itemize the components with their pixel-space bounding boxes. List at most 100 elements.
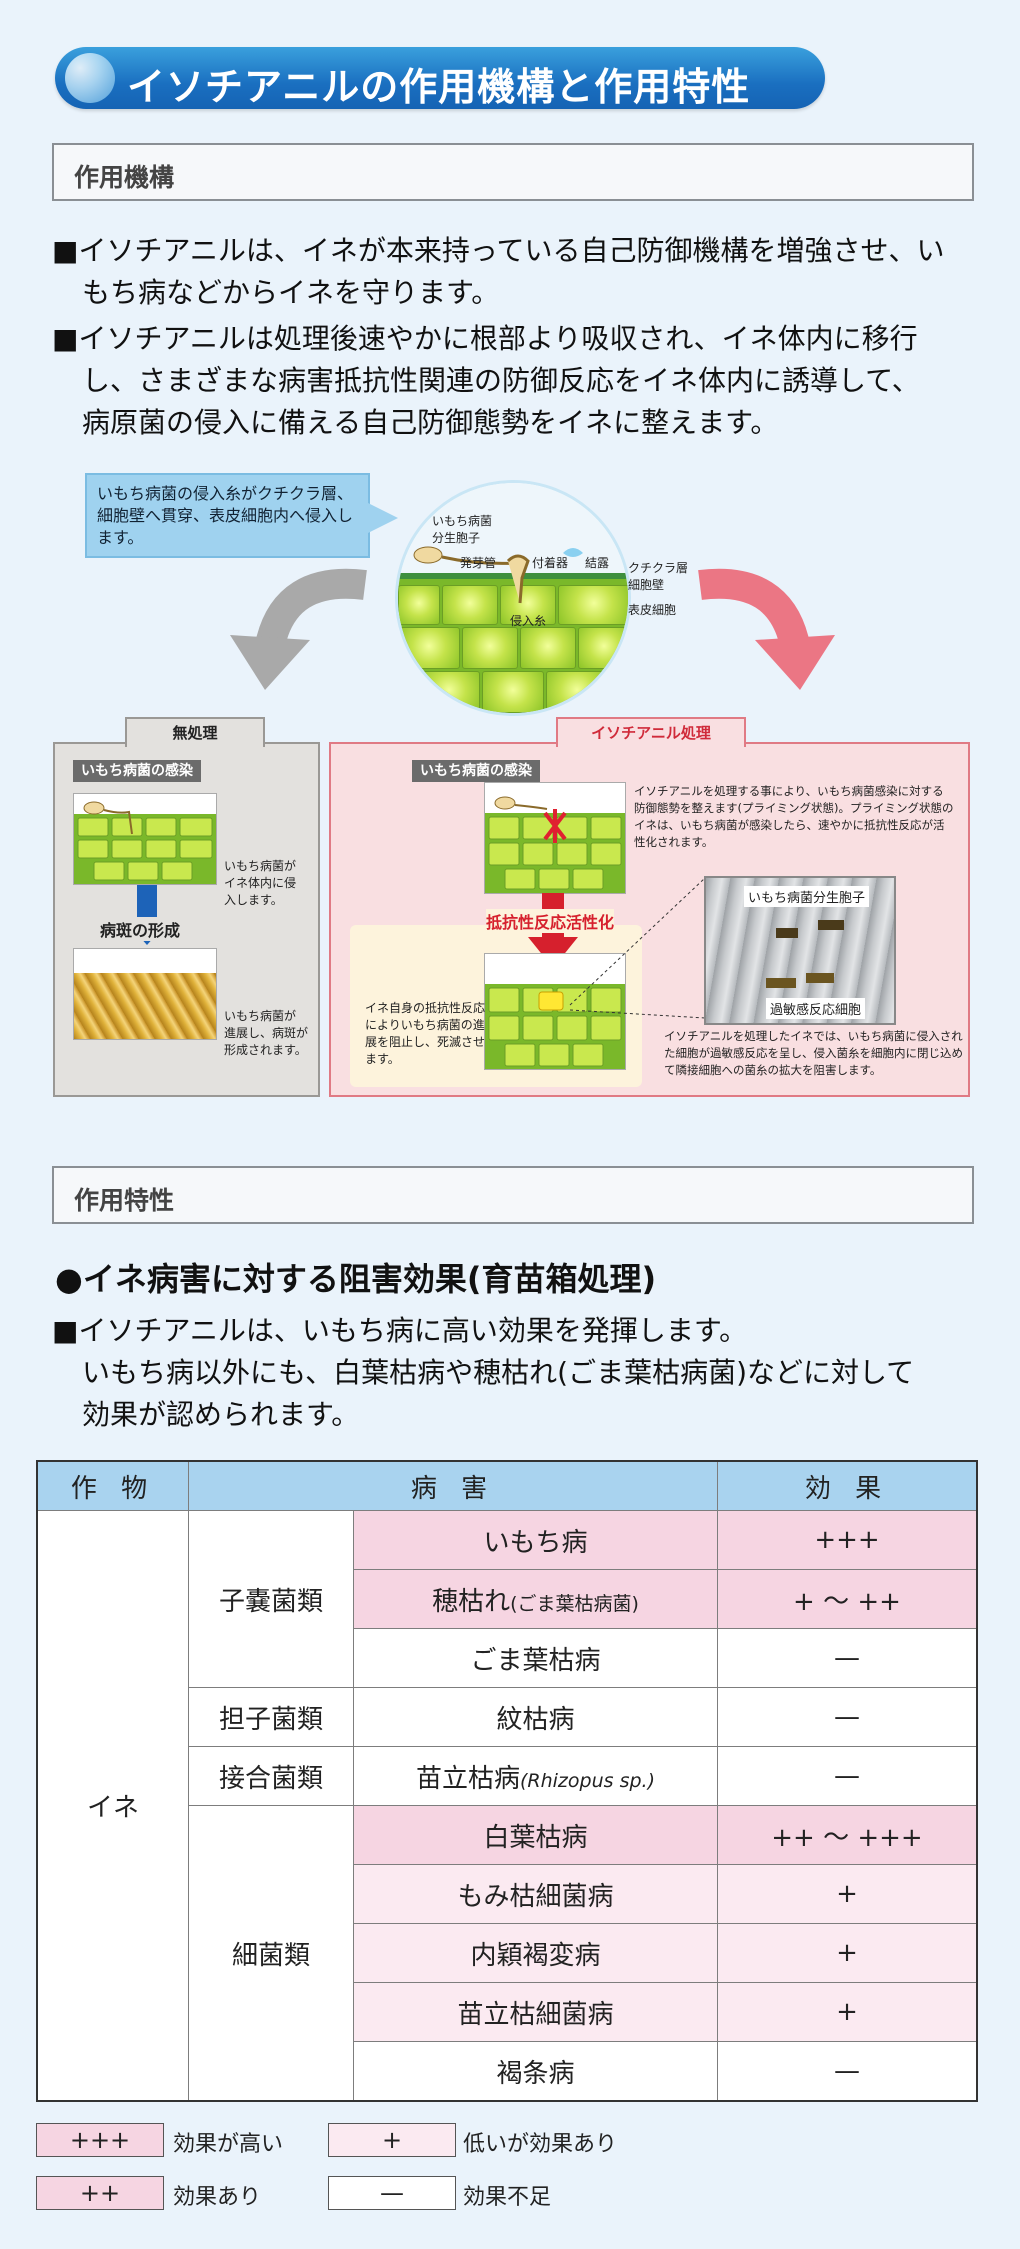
group-cell: 担子菌類	[188, 1687, 354, 1747]
photo-hr-cell-label: 過敏感反応細胞	[766, 998, 866, 1019]
text-line: いもち病以外にも、白葉枯病や穂枯れ(ごま葉枯病菌)などに対して	[82, 1356, 915, 1389]
untreated-text-2: いもち病菌が進展し、病斑が形成されます。	[224, 1009, 309, 1057]
zoom-dotted-lines	[569, 877, 706, 1019]
disease-name: 褐条病	[496, 2058, 575, 2089]
section-heading-mechanism: 作用機構	[52, 143, 974, 201]
treated-tab: イソチアニル処理	[556, 717, 746, 747]
section-title: 作用機構	[74, 163, 175, 192]
table-row: イネ 子嚢菌類 いもち病 +++	[36, 1510, 978, 2102]
spore-label: いもち病菌分生胞子	[432, 514, 493, 545]
table-row: 接合菌類 苗立枯病(Rhizopus sp.) —	[37, 1746, 978, 1806]
legend-text-effective: 効果あり	[173, 2185, 262, 2210]
disease-name: いもち病	[483, 1527, 588, 1558]
table-row: 褐条病 —	[37, 2041, 978, 2102]
epidermis-label: 表皮細胞	[628, 603, 677, 617]
text-line: ■イソチアニルは処理後速やかに根部より吸収され、イネ体内に移行	[52, 322, 918, 355]
effect-cell: +++	[717, 1510, 978, 1570]
untreated-infection-label: いもち病菌の感染	[73, 760, 201, 782]
fungus-hypha-icon	[413, 546, 583, 604]
text-line: もち病などからイネを守ります。	[82, 276, 500, 309]
table-row: 担子菌類 紋枯病 —	[37, 1687, 978, 1747]
microscope-photo: いもち病菌分生胞子 過敏感反応細胞	[704, 876, 896, 1025]
table-row: ごま葉枯病 —	[37, 1628, 978, 1688]
table-row: 細菌類 白葉枯病 ++ 〜 +++	[37, 1805, 978, 2102]
text-line: ■イソチアニルは、いもち病に高い効果を発揮します。	[52, 1314, 748, 1347]
effect-cell: + 〜 ++	[717, 1569, 978, 1629]
group-cell: 子嚢菌類	[188, 1510, 354, 1688]
lesion-label: 病斑の形成	[100, 917, 181, 941]
disease-note: (Rhizopus sp.)	[520, 1769, 655, 1792]
legend-swatch-high: +++	[36, 2123, 164, 2157]
disease-name: 苗立枯病	[415, 1763, 520, 1794]
leaf-swoosh-icon	[65, 53, 115, 103]
untreated-lesion-cells	[73, 948, 217, 1040]
appressorium-label: 付着器	[532, 556, 569, 570]
disease-note: (ごま葉枯病菌)	[510, 1592, 639, 1615]
disease-name: 白葉枯病	[483, 1822, 588, 1853]
group-cell: 細菌類	[188, 1805, 354, 2102]
text-line: ■イソチアニルは、イネが本来持っている自己防御機構を増強させ、い	[52, 234, 945, 267]
disease-cell: ごま葉枯病	[353, 1628, 718, 1688]
legend-text-insufficient: 効果不足	[463, 2185, 552, 2210]
treated-left-text: イネ自身の抵抗性反応によりいもち病菌の進展を阻止し、死滅させます。	[365, 1001, 486, 1066]
untreated-tab: 無処理	[125, 717, 265, 747]
resistance-activation-label: 抵抗性反応活性化	[486, 909, 615, 933]
table-row: 苗立枯細菌病 +	[37, 1982, 978, 2042]
infection-callout: いもち病菌の侵入糸がクチクラ層、細胞壁へ貫穿、表皮細胞内へ侵入します。	[85, 473, 398, 558]
mechanism-paragraph-2: ■イソチアニルは処理後速やかに根部より吸収され、イネ体内に移行 し、さまざまな病…	[52, 318, 982, 444]
disease-name: 穂枯れ	[432, 1586, 511, 1617]
treated-infection-label: いもち病菌の感染	[412, 760, 540, 782]
red-arrow-icon	[698, 568, 835, 690]
leaf-cross-section	[395, 480, 631, 716]
disease-cell: 白葉枯病	[353, 1805, 718, 1865]
group-cell: 接合菌類	[188, 1746, 354, 1806]
table-header-row: 作 物 病 害 効 果	[36, 1460, 978, 1511]
section-title: 作用特性	[74, 1186, 175, 1215]
efficacy-table: 作 物 病 害 効 果 イネ 子嚢菌類 いもち病 +++ 穂枯れ(ごま葉枯病菌)…	[36, 1460, 978, 2102]
disease-cell: もみ枯細菌病	[353, 1864, 718, 1924]
header-crop: 作 物	[36, 1460, 189, 1511]
callout-text: いもち病菌の侵入糸がクチクラ層、細胞壁へ貫穿、表皮細胞内へ侵入します。	[97, 484, 354, 547]
legend-swatch-effective: ++	[36, 2176, 164, 2210]
effect-cell: +	[717, 1982, 978, 2042]
effect-cell: —	[717, 1687, 978, 1747]
disease-cell: 褐条病	[353, 2041, 718, 2102]
efficacy-paragraph: ■イソチアニルは、いもち病に高い効果を発揮します。 いもち病以外にも、白葉枯病や…	[52, 1310, 982, 1436]
germ-tube-label: 発芽管	[460, 556, 497, 570]
text-line: し、さまざまな病害抵抗性関連の防御反応をイネ体内に誘導して、	[82, 364, 920, 397]
legend-text-low: 低いが効果あり	[463, 2132, 618, 2157]
legend-swatch-low: +	[328, 2123, 456, 2157]
disease-name: 苗立枯細菌病	[457, 1999, 614, 2030]
section-heading-characteristics: 作用特性	[52, 1166, 974, 1224]
efficacy-heading: ●イネ病害に対する阻害効果(育苗箱処理)	[55, 1260, 657, 1298]
text-line: 効果が認められます。	[82, 1398, 360, 1431]
header-disease: 病 害	[188, 1460, 718, 1511]
cuticle-label: クチクラ層細胞壁	[628, 561, 689, 592]
mechanism-paragraph-1: ■イソチアニルは、イネが本来持っている自己防御機構を増強させ、い もち病などから…	[52, 230, 982, 314]
title-banner: イソチアニルの作用機構と作用特性	[55, 47, 825, 109]
legend-swatch-insufficient: —	[328, 2176, 456, 2210]
effect-cell: ++ 〜 +++	[717, 1805, 978, 1865]
disease-cell: 苗立枯病(Rhizopus sp.)	[353, 1746, 718, 1806]
effect-cell: +	[717, 1864, 978, 1924]
effect-cell: —	[717, 1628, 978, 1688]
photo-spore-label: いもち病菌分生胞子	[744, 886, 870, 907]
effect-cell: —	[717, 2041, 978, 2102]
untreated-text-1: いもち病菌がイネ体内に侵入します。	[224, 859, 297, 907]
disease-cell: 苗立枯細菌病	[353, 1982, 718, 2042]
table-row: 内穎褐変病 +	[37, 1923, 978, 1983]
table-row: 穂枯れ(ごま葉枯病菌) + 〜 ++	[37, 1569, 978, 1629]
disease-cell: 内穎褐変病	[353, 1923, 718, 1983]
disease-cell: いもち病	[353, 1510, 718, 1570]
untreated-infection-cells	[73, 793, 217, 885]
text-line: 病原菌の侵入に備える自己防御態勢をイネに整えます。	[82, 406, 779, 439]
treated-bottom-text: イソチアニルを処理したイネでは、いもち病菌に侵入された細胞が過敏感反応を呈し、侵…	[664, 1029, 963, 1077]
header-effect: 効 果	[717, 1460, 978, 1511]
disease-name: ごま葉枯病	[470, 1645, 601, 1676]
treated-infection-cells	[484, 782, 626, 894]
treated-description: イソチアニルを処理する事により、いもち病菌感染に対する防御態勢を整えます(プライ…	[634, 784, 954, 849]
crop-cell: イネ	[36, 1510, 189, 2102]
hypha-label: 侵入糸	[510, 614, 547, 628]
disease-cell: 紋枯病	[353, 1687, 718, 1747]
grey-arrow-icon	[230, 568, 367, 690]
